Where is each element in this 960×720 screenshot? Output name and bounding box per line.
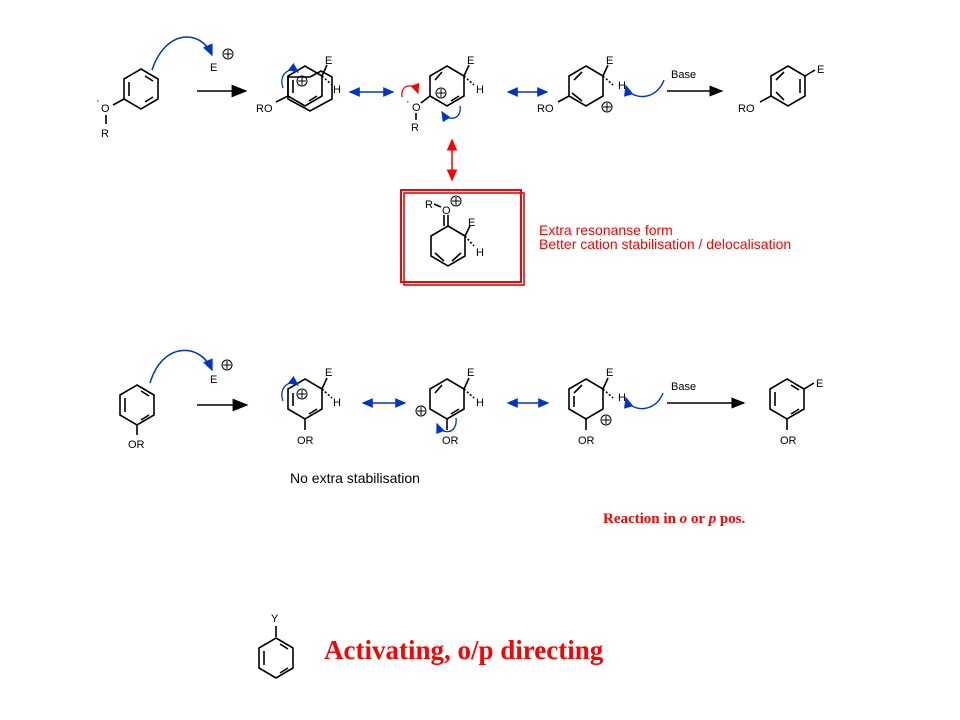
svg-text:RO: RO (738, 103, 755, 115)
svg-text:RO: RO (256, 103, 273, 115)
title-activating: Activating, o/p directing (324, 635, 604, 665)
svg-text:E: E (606, 367, 613, 379)
extra-resonance-box: O R E H (400, 189, 525, 286)
sigma-complex-meta-2: E H OR (415, 367, 484, 447)
svg-text:E: E (817, 64, 824, 76)
reactant-anisole-top: O · R (96, 68, 159, 140)
sigma-complex-ortho-2: E H O · R (401, 55, 484, 134)
extra-resonance-text-2: Better cation stabilisation / delocalisa… (539, 236, 791, 252)
svg-text:H: H (618, 80, 626, 92)
svg-text:O: O (442, 205, 451, 217)
electrophile-bottom: E (210, 359, 233, 386)
svg-text:Y: Y (271, 613, 279, 625)
svg-text:R: R (425, 199, 433, 211)
svg-text:E: E (210, 62, 217, 74)
svg-text:E: E (816, 378, 823, 390)
svg-text:E: E (325, 367, 332, 379)
extra-resonance-text-1: Extra resonanse form (539, 222, 673, 238)
reactant-anisole-bottom: OR (119, 384, 155, 451)
base-label-bottom: Base (671, 381, 696, 393)
svg-text:OR: OR (297, 435, 314, 447)
svg-text:RO: RO (537, 103, 554, 115)
product-meta-bottom: E OR (769, 378, 823, 447)
svg-text:O: O (412, 102, 421, 114)
product-para-top: E RO (738, 64, 824, 115)
substituted-benzene-y: Y (258, 613, 294, 679)
svg-text:H: H (333, 84, 341, 96)
sigma-complex-ortho-3: E H RO (537, 55, 626, 115)
svg-text:H: H (618, 392, 626, 404)
base-deprotonation-arrow-top (623, 79, 665, 98)
svg-text:H: H (333, 397, 341, 409)
svg-text:E: E (467, 55, 474, 67)
svg-text:H: H (476, 397, 484, 409)
svg-text:OR: OR (780, 435, 797, 447)
sigma-complex-ortho-1: E H RO (256, 55, 341, 115)
svg-text:R: R (411, 122, 419, 134)
svg-text:E: E (468, 217, 475, 229)
sigma-complex-meta-3: E H OR (568, 367, 626, 447)
svg-text:OR: OR (442, 435, 459, 447)
curved-arrow-attack-bottom (149, 349, 213, 384)
r-group-label: R (101, 128, 109, 140)
curved-arrow-attack-top (151, 36, 213, 71)
sigma-complex-1-top (287, 70, 333, 112)
svg-text:E: E (210, 374, 217, 386)
oxygen-label: O (101, 103, 110, 115)
no-extra-stabilisation-text: No extra stabilisation (290, 470, 420, 486)
svg-text:OR: OR (128, 439, 145, 451)
electrophile-top: E (210, 48, 234, 74)
sigma-complex-meta-1: E H OR (281, 367, 341, 447)
svg-text:H: H (476, 84, 484, 96)
base-deprotonation-arrow-bottom (623, 392, 664, 410)
base-label-top: Base (671, 69, 696, 81)
svg-text:E: E (467, 367, 474, 379)
svg-text:H: H (476, 247, 484, 259)
lone-pair-dot: · (96, 95, 100, 107)
svg-text:·: · (406, 96, 410, 108)
svg-text:OR: OR (578, 435, 595, 447)
svg-text:E: E (325, 55, 332, 67)
reaction-position-text: Reaction in o or p pos. (603, 511, 745, 527)
svg-text:E: E (606, 55, 613, 67)
